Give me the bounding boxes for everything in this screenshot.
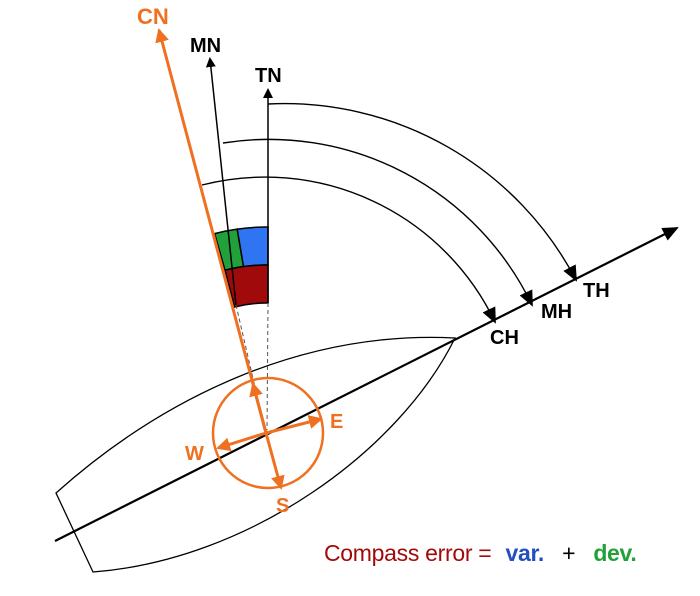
formula-variation: var. — [505, 540, 545, 566]
compass-heading-arc — [201, 176, 496, 324]
compass-error-formula: Compass error = var. + dev. — [324, 540, 637, 567]
cn-label: CN — [137, 4, 169, 29]
mn-label: MN — [190, 35, 221, 57]
compass-circle — [211, 376, 325, 490]
compass-north-inner-arrow — [249, 382, 268, 434]
compass-rose — [155, 28, 325, 490]
compass-south-arrow — [264, 432, 285, 490]
compass-east-label: E — [330, 411, 343, 433]
magnetic-heading-arc — [222, 138, 533, 307]
formula-plus: + — [562, 540, 576, 566]
compass-west-arrow — [216, 431, 267, 452]
mh-label: MH — [541, 301, 572, 323]
magnetic-north-line — [205, 57, 237, 306]
variation-sector — [236, 226, 269, 268]
formula-lhs: Compass error = — [324, 540, 492, 566]
true-heading-arc — [267, 102, 577, 282]
tn-label: TN — [255, 65, 282, 87]
compass-north-line — [155, 28, 268, 434]
formula-deviation: dev. — [593, 540, 637, 566]
compass-south-label: S — [276, 495, 289, 517]
boat-hull — [55, 336, 457, 573]
th-label: TH — [583, 280, 610, 302]
ch-label: CH — [490, 327, 519, 349]
compass-west-label: W — [185, 443, 204, 465]
tn-dashed-line — [266, 302, 269, 431]
heading-line — [54, 227, 679, 542]
compass-east-arrow — [265, 415, 323, 435]
